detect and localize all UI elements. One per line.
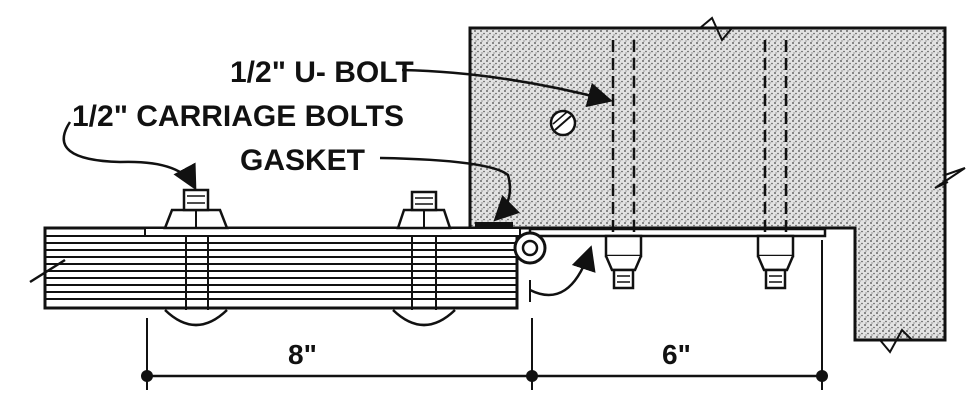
gasket-leader	[379, 156, 520, 222]
u-bolt-nut-right	[756, 234, 795, 290]
carriage-bolt-left	[163, 188, 229, 327]
gasket	[475, 222, 513, 229]
dimension-lines	[141, 240, 828, 390]
u-bolt-leader	[401, 68, 613, 108]
u-bolt-nut-left	[604, 234, 643, 290]
u-bolt-label: 1/2" U- BOLT	[230, 56, 414, 89]
concrete-block	[468, 16, 966, 354]
carriage-bolt-right	[392, 190, 456, 327]
hinge-eye	[513, 231, 547, 265]
carriage-bolt-leader	[62, 121, 197, 191]
dimension-right-label: 6"	[662, 339, 691, 370]
u-bolt	[604, 40, 795, 290]
gasket-label: GASKET	[240, 144, 365, 177]
leaf-stack	[29, 226, 521, 310]
rotation-arrow	[529, 245, 596, 297]
dimension-left-label: 8"	[288, 339, 317, 370]
carriage-bolts-label: 1/2" CARRIAGE BOLTS	[72, 100, 404, 133]
